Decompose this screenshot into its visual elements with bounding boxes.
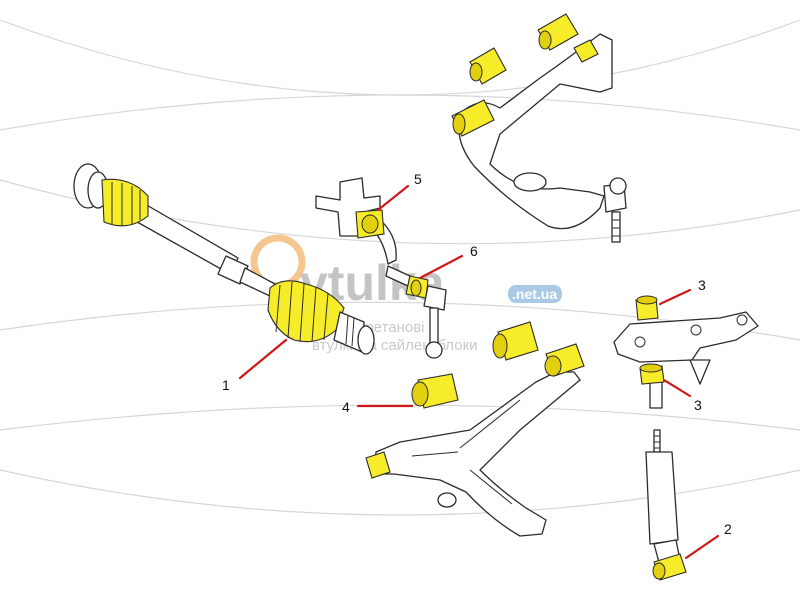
callout-5: 5 xyxy=(414,171,422,187)
link-bushing xyxy=(405,275,429,299)
callouts: 1 2 3 3 4 5 6 xyxy=(222,171,732,560)
shock-absorber xyxy=(613,295,759,581)
leader-1 xyxy=(238,338,288,380)
leader-3-bottom xyxy=(662,378,692,398)
strut-lower-bushing xyxy=(639,363,665,385)
lower-arm-bushings xyxy=(365,321,585,479)
leader-3-top xyxy=(658,288,692,306)
stabilizer-bushing xyxy=(355,209,385,239)
upper-arm-bushings xyxy=(451,13,599,137)
leader-6 xyxy=(418,254,464,280)
callout-6: 6 xyxy=(470,243,478,259)
watermark-tld-badge xyxy=(508,285,562,303)
callout-3-bottom: 3 xyxy=(694,397,702,413)
drive-shaft xyxy=(73,163,375,355)
strut-top-bushing xyxy=(635,295,659,321)
callout-1: 1 xyxy=(222,377,230,393)
inner-cv-boot-bushing xyxy=(101,178,149,227)
lower-control-arm xyxy=(365,321,585,537)
upper-control-arm xyxy=(451,13,627,243)
stabilizer-link xyxy=(385,265,447,359)
shock-eye-bushing xyxy=(652,553,687,581)
watermark-tagline-1: уретанові xyxy=(358,319,425,336)
leader-2 xyxy=(684,534,720,560)
callout-4: 4 xyxy=(342,399,350,415)
watermark-tld: .net.ua xyxy=(512,286,557,302)
stabilizer-bracket xyxy=(315,177,397,265)
outer-cv-boot-bushing xyxy=(267,280,345,343)
leader-5 xyxy=(376,184,410,212)
callout-2: 2 xyxy=(724,521,732,537)
callout-3-top: 3 xyxy=(698,277,706,293)
